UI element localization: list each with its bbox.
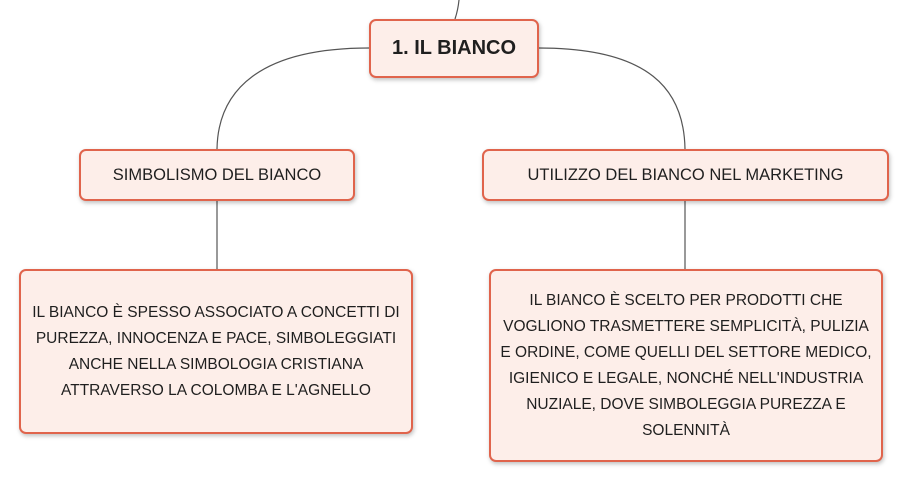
node-simbolismo-label: SIMBOLISMO DEL BIANCO xyxy=(112,165,322,184)
node-marketing-label: UTILIZZO DEL BIANCO NEL MARKETING xyxy=(527,165,844,184)
node-simbolismo-description[interactable]: IL BIANCO È SPESSO ASSOCIATO A CONCETTI … xyxy=(19,269,413,434)
node-marketing-description[interactable]: IL BIANCO È SCELTO PER PRODOTTI CHE VOGL… xyxy=(489,269,883,462)
node-marketing-description-text: IL BIANCO È SCELTO PER PRODOTTI CHE VOGL… xyxy=(500,291,872,439)
connector-root-to-left xyxy=(216,47,370,150)
root-label: 1. IL BIANCO xyxy=(391,37,517,59)
connector-from-parent xyxy=(454,0,460,20)
root-node[interactable]: 1. IL BIANCO xyxy=(369,19,539,78)
node-marketing[interactable]: UTILIZZO DEL BIANCO NEL MARKETING xyxy=(482,149,889,201)
node-simbolismo-description-text: IL BIANCO È SPESSO ASSOCIATO A CONCETTI … xyxy=(32,303,400,399)
node-simbolismo[interactable]: SIMBOLISMO DEL BIANCO xyxy=(79,149,355,201)
connector-root-to-right xyxy=(538,47,686,150)
